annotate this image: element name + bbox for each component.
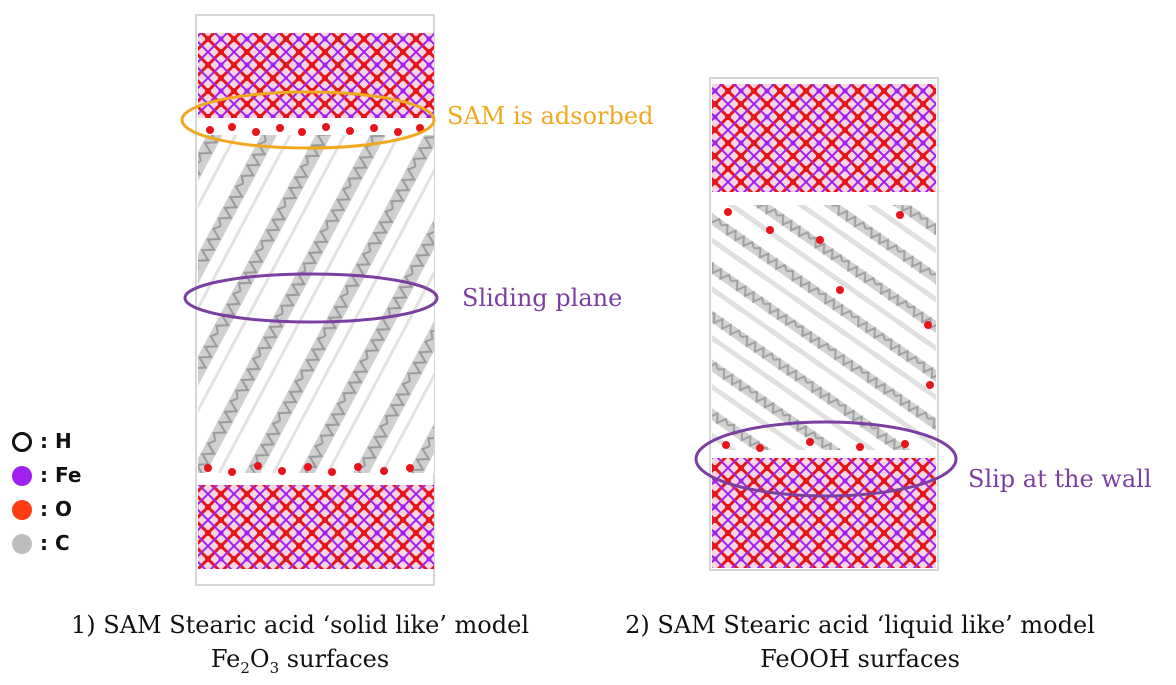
carbon-swatch-icon: [12, 534, 32, 554]
sliding-plane-ellipse: [183, 272, 439, 324]
right-lubricant-layer: [712, 205, 936, 450]
left-simulation-cell: [195, 14, 435, 586]
right-caption-line1: 2) SAM Stearic acid ‘liquid like’ model: [625, 611, 1095, 639]
left-bottom-headgroups: [204, 462, 414, 476]
sliding-plane-label: Sliding plane: [462, 284, 623, 312]
hydrogen-swatch-icon: [12, 432, 32, 452]
left-bottom-iron-slab: [198, 485, 434, 569]
legend-sep: :: [40, 463, 48, 487]
legend-label-c: C: [54, 531, 70, 555]
slip-wall-label: Slip at the wall: [968, 465, 1152, 493]
legend-item-fe: : Fe: [12, 462, 132, 496]
right-headgroups: [722, 208, 934, 452]
left-lubricant-layer: [198, 135, 434, 473]
left-top-iron-slab: [198, 33, 434, 118]
sam-adsorbed-label: SAM is adsorbed: [447, 102, 654, 130]
legend-label-h: H: [54, 429, 72, 453]
left-caption-line1: 1) SAM Stearic acid ‘solid like’ model: [70, 611, 529, 639]
legend-label-fe: Fe: [54, 463, 82, 487]
left-caption: 1) SAM Stearic acid ‘solid like’ model F…: [20, 608, 580, 685]
oxygen-swatch-icon: [12, 500, 32, 520]
iron-swatch-icon: [12, 466, 32, 486]
left-caption-line2: Fe2O3 surfaces: [210, 645, 390, 677]
slip-wall-ellipse: [694, 420, 958, 498]
sam-adsorbed-ellipse: [180, 90, 436, 150]
right-caption: 2) SAM Stearic acid ‘liquid like’ model …: [580, 608, 1140, 676]
right-bottom-iron-slab: [712, 458, 936, 568]
legend-sep: :: [40, 429, 48, 453]
legend-item-o: : O: [12, 496, 132, 530]
legend-label-o: O: [54, 497, 72, 521]
legend-sep: :: [40, 497, 48, 521]
right-caption-line2: FeOOH surfaces: [760, 645, 960, 673]
atom-legend: : H : Fe : O : C: [12, 428, 132, 564]
legend-item-c: : C: [12, 530, 132, 564]
right-top-iron-slab: [712, 84, 936, 192]
legend-item-h: : H: [12, 428, 132, 462]
legend-sep: :: [40, 531, 48, 555]
left-top-headgroups: [206, 123, 424, 136]
